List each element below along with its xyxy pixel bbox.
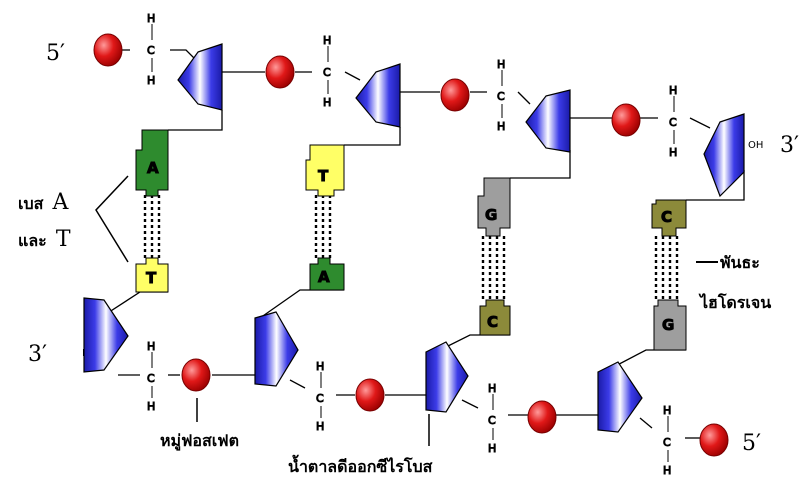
deoxyribose-sugar (177, 43, 223, 111)
ch2-group: H C H (663, 404, 672, 478)
phosphate-group (699, 423, 729, 457)
backbone-lines (99, 49, 745, 439)
svg-text:H: H (147, 400, 155, 413)
phosphate-group (181, 358, 211, 392)
base-g-top: G (477, 177, 511, 237)
base-pair-annotation: เบส A และ T (18, 175, 129, 263)
deoxyribose-sugar (597, 361, 643, 433)
svg-text:H: H (316, 420, 324, 433)
phosphate-label: หมู่ฟอสเฟต (160, 431, 239, 452)
top-bases: A T G C (135, 129, 687, 237)
ch2-group: H C H (147, 340, 156, 414)
phosphate-groups-top (93, 33, 641, 137)
base-c-top: C (651, 199, 687, 237)
svg-text:C: C (487, 313, 498, 331)
svg-text:C: C (661, 208, 672, 226)
end-label-5-top-left: 5′ (46, 41, 65, 66)
hydrogen-bonds (143, 195, 679, 300)
end-label-3-top-right: 3′ (780, 133, 799, 158)
svg-text:H: H (147, 340, 155, 353)
deoxyribose-sugar (525, 89, 571, 153)
sugars-top (177, 43, 745, 198)
svg-text:H: H (497, 120, 505, 133)
svg-text:H: H (663, 464, 671, 477)
deoxyribose-sugar (425, 341, 469, 413)
svg-text:A: A (318, 268, 330, 286)
phosphate-group (93, 33, 123, 67)
bottom-bases: T A C G (135, 257, 687, 351)
svg-text:C: C (488, 414, 496, 427)
phosphate-group (527, 400, 557, 434)
deoxyribose-sugar (83, 297, 129, 373)
hydrogen-bond-label-line1: พันธะ (720, 253, 760, 272)
svg-text:C: C (669, 116, 677, 129)
base-c-bottom: C (479, 299, 511, 336)
svg-text:H: H (488, 442, 496, 455)
sugar-label: น้ำตาลดีออกซีไรโบส (288, 454, 433, 476)
svg-text:A: A (147, 159, 159, 177)
svg-text:G: G (485, 206, 497, 224)
base-t-top: T (305, 144, 345, 197)
svg-text:C: C (497, 90, 505, 103)
phosphate-group (611, 103, 641, 137)
svg-text:H: H (669, 84, 677, 97)
base-pair-label-line2: และ T (18, 227, 71, 252)
ch2-group: H C H (316, 360, 325, 434)
svg-text:C: C (663, 436, 671, 449)
sugar-annotation: น้ำตาลดีออกซีไรโบส (288, 414, 433, 476)
base-a-top: A (135, 129, 169, 197)
svg-text:T: T (318, 167, 329, 185)
hydrogen-bond-annotation: พันธะ ไฮโดรเจน (696, 253, 771, 312)
svg-text:C: C (147, 44, 155, 57)
hydrogen-bond-label-line2: ไฮโดรเจน (698, 292, 771, 312)
end-label-5-bottom-right: 5′ (742, 431, 761, 456)
ch2-groups: H C H H C H H C H H C H H C H (147, 12, 678, 478)
ch2-group: H C H (147, 12, 156, 88)
hydroxyl-oh-label: OH (748, 140, 763, 151)
base-t-bottom: T (135, 257, 169, 293)
ch2-group: H C H (488, 382, 497, 456)
end-label-3-bottom-left: 3′ (28, 342, 47, 367)
svg-text:H: H (669, 146, 677, 159)
svg-text:C: C (323, 66, 331, 79)
ch2-group: H C H (497, 58, 506, 134)
svg-text:H: H (663, 404, 671, 417)
phosphate-group (355, 378, 385, 412)
svg-text:C: C (316, 392, 324, 405)
deoxyribose-sugar (254, 311, 299, 387)
svg-text:C: C (147, 372, 155, 385)
svg-text:H: H (323, 34, 331, 47)
phosphate-group (265, 55, 295, 89)
base-pair-label-line1: เบส A (18, 190, 69, 215)
svg-text:T: T (146, 269, 157, 287)
svg-text:H: H (316, 360, 324, 373)
pointer-line (95, 175, 129, 263)
deoxyribose-sugar (355, 63, 401, 128)
svg-text:H: H (488, 382, 496, 395)
svg-text:H: H (147, 74, 155, 87)
ch2-group: H C H (323, 34, 332, 110)
sugars-bottom (83, 297, 643, 433)
base-g-bottom: G (653, 299, 687, 351)
phosphate-group (440, 78, 470, 112)
base-a-bottom: A (309, 257, 345, 291)
phosphate-groups-bottom (181, 358, 729, 457)
phosphate-annotation: หมู่ฟอสเฟต (160, 398, 239, 452)
svg-text:H: H (497, 58, 505, 71)
deoxyribose-sugar (703, 113, 745, 198)
svg-text:G: G (662, 316, 674, 334)
svg-text:H: H (147, 12, 155, 25)
ch2-group: H C H (669, 84, 678, 160)
svg-text:H: H (323, 96, 331, 109)
